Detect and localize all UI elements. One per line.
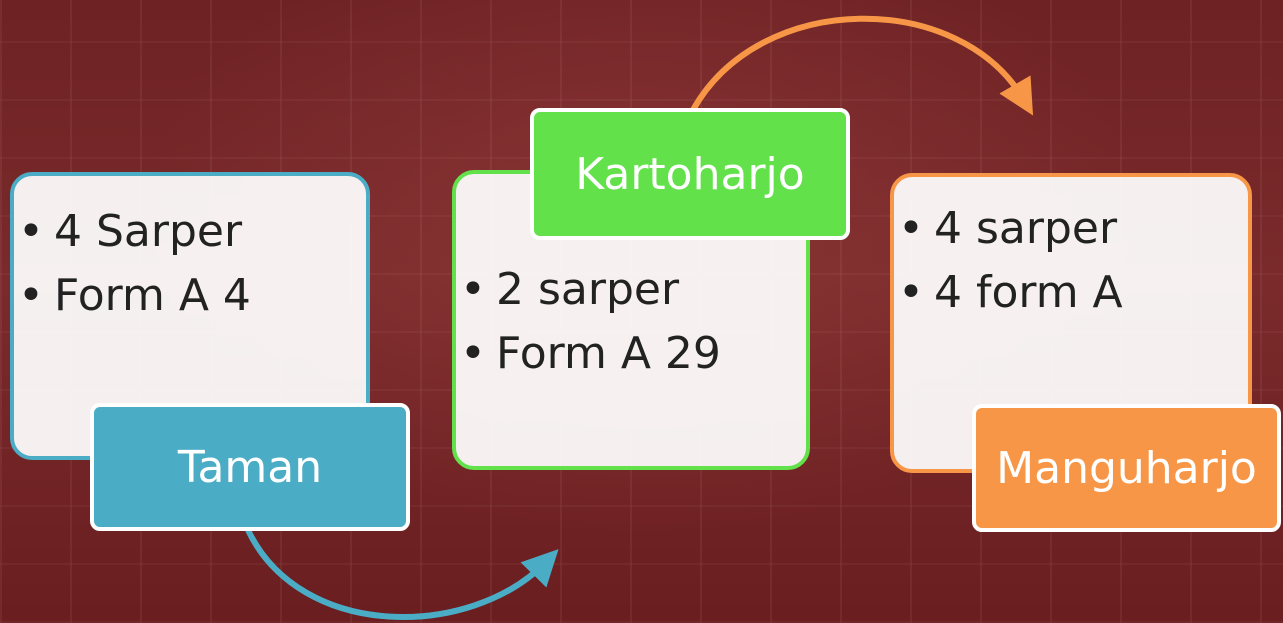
arrow-kartoharjo-to-manguharjo — [690, 15, 1034, 116]
kartoharjo-label: Kartoharjo — [530, 108, 850, 240]
manguharjo-label: Manguharjo — [972, 404, 1281, 532]
list-item: •4 Sarper — [18, 206, 243, 257]
list-item: •2 sarper — [460, 264, 680, 315]
list-item: •4 form A — [898, 267, 1123, 318]
arrow-taman-to-kartoharjo — [245, 528, 559, 620]
list-item: •Form A 29 — [460, 328, 721, 379]
list-item: •4 sarper — [898, 203, 1118, 254]
list-item: •Form A 4 — [18, 270, 251, 321]
taman-label: Taman — [90, 403, 410, 531]
